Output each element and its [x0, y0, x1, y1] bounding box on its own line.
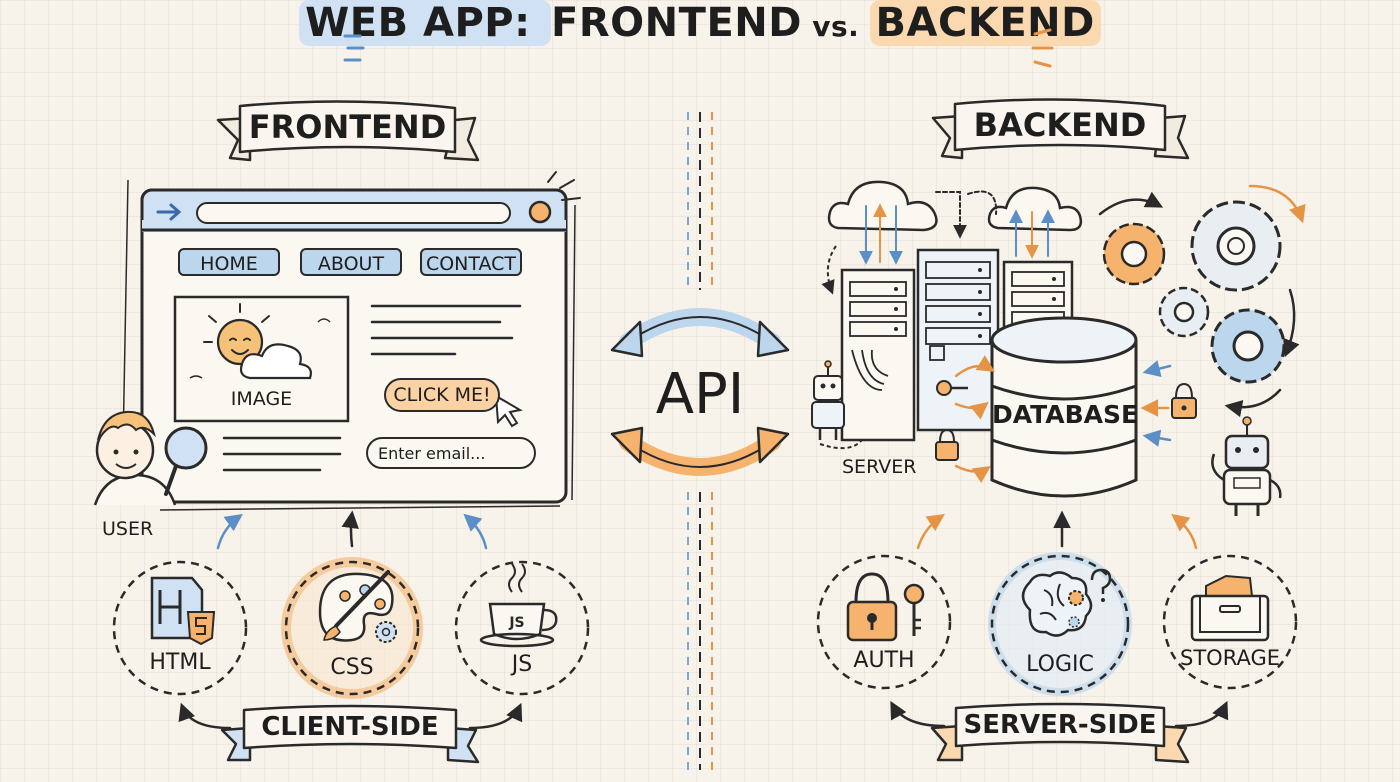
- user-character: [93, 410, 208, 506]
- gear-icon-small: [1158, 286, 1210, 338]
- title-accent-right: [1031, 28, 1054, 68]
- css-label: CSS: [330, 655, 374, 680]
- server-side-label: SERVER-SIDE: [963, 710, 1157, 740]
- padlock-key-icon: [846, 572, 925, 642]
- paint-palette-icon: [318, 570, 397, 643]
- auth-label: AUTH: [853, 648, 915, 673]
- server-side-arrows: [890, 700, 1229, 728]
- title-prefix: WEB APP:: [299, 0, 552, 46]
- api-bottom-arrow: [610, 426, 790, 476]
- address-bar[interactable]: [196, 202, 511, 224]
- api-label: API: [655, 362, 745, 427]
- storage-circle: [1162, 554, 1298, 690]
- database-label: DATABASE: [992, 400, 1139, 429]
- database-icon: [990, 316, 1138, 498]
- auth-circle: [816, 554, 952, 690]
- cloud-icon-2: [987, 186, 1083, 232]
- backend-up-arrows: [916, 510, 1198, 550]
- html-circle: [112, 560, 248, 696]
- svg-text:JS: JS: [508, 615, 524, 631]
- key-icon: [936, 380, 968, 396]
- nav-home-button[interactable]: HOME: [178, 248, 280, 276]
- storage-label: STORAGE: [1180, 646, 1280, 670]
- database-input-arrows: [954, 355, 1170, 484]
- browser-menu-dot-icon: [528, 200, 552, 224]
- html-label: HTML: [149, 650, 211, 675]
- image-placeholder: [173, 295, 350, 423]
- client-side-arrows: [178, 702, 523, 730]
- nav-about-button[interactable]: ABOUT: [300, 248, 402, 276]
- backend-ribbon: [931, 98, 1190, 160]
- frontend-up-arrows: [216, 510, 488, 550]
- title-frontend: FRONTEND: [551, 0, 802, 46]
- page-title: WEB APP: FRONTEND vs. BACKEND: [0, 0, 1400, 46]
- user-label: USER: [102, 518, 154, 540]
- mouse-cursor-icon: [494, 394, 523, 428]
- cloud-icon: [827, 180, 938, 232]
- gear-icon-orange: [1102, 222, 1166, 286]
- api-top-arrow: [610, 308, 790, 358]
- html5-file-icon: [150, 576, 216, 646]
- logic-label: LOGIC: [1026, 652, 1094, 677]
- robot-icon-left: [811, 360, 845, 440]
- gear-icon-blue: [1210, 308, 1286, 384]
- js-label: JS: [511, 652, 533, 677]
- gear-icon-large: [1190, 200, 1282, 292]
- file-cabinet-icon: [1190, 574, 1270, 642]
- title-accent-left: [343, 34, 365, 62]
- padlock-icon-2: [935, 428, 959, 461]
- padlock-icon: [1171, 382, 1197, 419]
- frontend-heading: FRONTEND: [248, 108, 447, 146]
- robot-icon-right: [1211, 416, 1282, 516]
- backend-heading: BACKEND: [973, 106, 1147, 144]
- email-field[interactable]: [366, 437, 536, 469]
- center-divider: [687, 112, 713, 770]
- gear-cycle-arrows: [1098, 184, 1306, 418]
- coffee-cup-icon: JS: [479, 563, 558, 648]
- database-blue-arrows: [1142, 360, 1172, 447]
- title-backend: BACKEND: [869, 0, 1101, 46]
- text-lines: [222, 304, 522, 472]
- server-left-arrows: [819, 245, 863, 450]
- click-me-button[interactable]: CLICK ME!: [384, 378, 500, 412]
- back-arrow-icon: [156, 203, 182, 221]
- server-rack: [840, 248, 1074, 442]
- image-label: IMAGE: [230, 388, 293, 410]
- nav-contact-button[interactable]: CONTACT: [420, 248, 522, 276]
- server-side-ribbon: [930, 702, 1190, 764]
- js-circle: [454, 560, 590, 696]
- brain-gears-icon: [1021, 568, 1112, 637]
- client-side-label: CLIENT-SIDE: [261, 712, 439, 742]
- frontend-ribbon: [216, 100, 480, 162]
- cloud-arrows: [859, 190, 1055, 265]
- server-label: SERVER: [842, 456, 917, 478]
- title-vs: vs.: [801, 10, 870, 43]
- client-side-ribbon: [220, 704, 480, 764]
